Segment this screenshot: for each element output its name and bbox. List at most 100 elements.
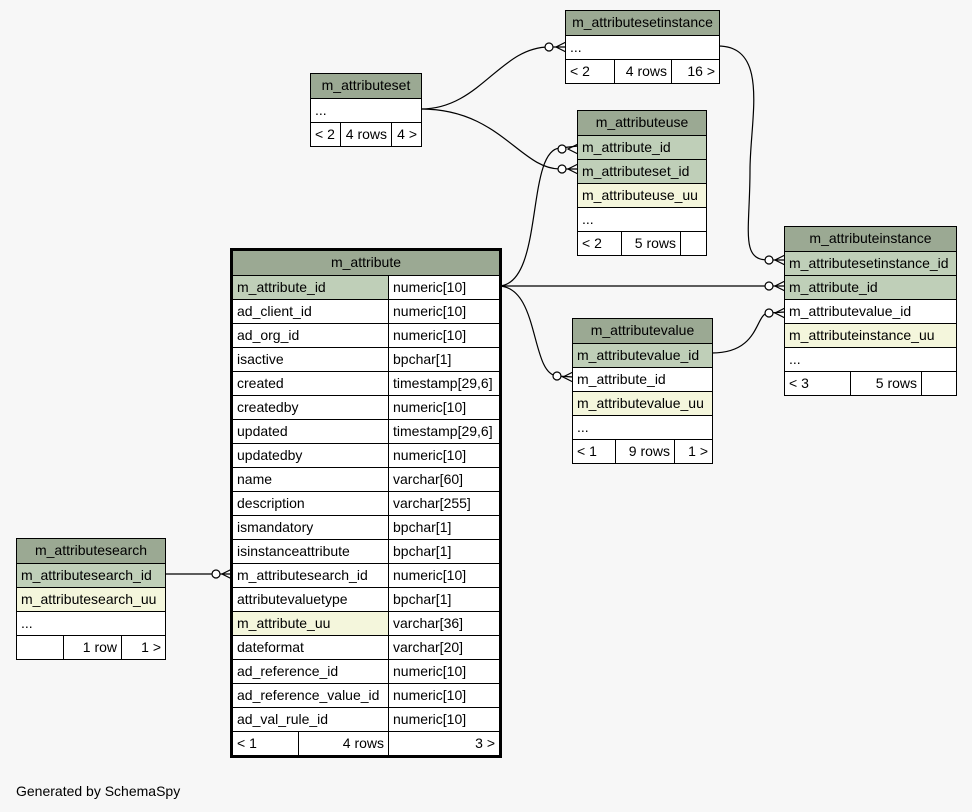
table-row: updatedby numeric[10] xyxy=(233,443,499,467)
column-type: timestamp[29,6] xyxy=(388,372,499,395)
table-m-attributesearch[interactable]: m_attributesearch m_attributesearch_id m… xyxy=(16,538,166,660)
column-type: numeric[10] xyxy=(388,684,499,707)
column-name: ad_reference_value_id xyxy=(237,687,380,703)
table-row: ad_client_id numeric[10] xyxy=(233,299,499,323)
table-row: ad_reference_id numeric[10] xyxy=(233,659,499,683)
column-type: varchar[255] xyxy=(388,492,499,515)
column-type: numeric[10] xyxy=(388,564,499,587)
column-type: bpchar[1] xyxy=(388,540,499,563)
column-name: updated xyxy=(237,423,288,439)
table-row: ... xyxy=(566,35,719,59)
table-header: m_attributesetinstance xyxy=(566,11,719,35)
column-type: numeric[10] xyxy=(388,444,499,467)
column-type: timestamp[29,6] xyxy=(388,420,499,443)
column-type: bpchar[1] xyxy=(388,348,499,371)
column-name: isactive xyxy=(237,351,284,367)
table-m-attributeuse[interactable]: m_attributeuse m_attribute_id m_attribut… xyxy=(577,110,707,256)
table-row: ismandatory bpchar[1] xyxy=(233,515,499,539)
column-name: m_attribute_id xyxy=(233,276,388,299)
table-row: m_attributesetinstance_id xyxy=(785,251,956,275)
table-row: m_attributesearch_uu xyxy=(17,587,165,611)
table-row: ... xyxy=(311,98,421,122)
table-footer: < 1 4 rows 3 > xyxy=(233,731,499,755)
table-header: m_attribute xyxy=(233,251,499,275)
table-footer: < 1 9 rows 1 > xyxy=(573,439,712,463)
link-attribute-to-attributevalue xyxy=(497,285,574,378)
column-name: ad_client_id xyxy=(237,303,312,319)
table-row: ... xyxy=(785,347,956,371)
table-footer: < 2 4 rows 4 > xyxy=(311,122,421,146)
column-type: varchar[20] xyxy=(388,636,499,659)
table-row: name varchar[60] xyxy=(233,467,499,491)
table-row: m_attribute_id xyxy=(785,275,956,299)
table-header: m_attributeuse xyxy=(578,111,706,135)
table-row: m_attributeuse_uu xyxy=(578,183,706,207)
table-footer: < 3 5 rows xyxy=(785,371,956,395)
table-row: ... xyxy=(17,611,165,635)
column-type: varchar[60] xyxy=(388,468,499,491)
table-header: m_attributesearch xyxy=(17,539,165,563)
column-name: attributevaluetype xyxy=(237,591,348,607)
column-type: bpchar[1] xyxy=(388,516,499,539)
table-header: m_attributeset xyxy=(311,74,421,98)
column-type: numeric[10] xyxy=(388,300,499,323)
column-name: isinstanceattribute xyxy=(237,543,350,559)
column-name: ismandatory xyxy=(237,519,314,535)
table-row: isinstanceattribute bpchar[1] xyxy=(233,539,499,563)
table-m-attributevalue[interactable]: m_attributevalue m_attributevalue_id m_a… xyxy=(572,318,713,464)
table-row: updated timestamp[29,6] xyxy=(233,419,499,443)
column-type: bpchar[1] xyxy=(388,588,499,611)
column-type: numeric[10] xyxy=(388,708,499,731)
table-row: m_attribute_id xyxy=(573,367,712,391)
table-footer: < 2 5 rows xyxy=(578,231,706,255)
table-row: m_attribute_id xyxy=(578,135,706,159)
column-name: name xyxy=(237,471,273,487)
table-header: m_attributeinstance xyxy=(785,227,956,251)
table-footer: 1 row 1 > xyxy=(17,635,165,659)
column-name: dateformat xyxy=(237,639,304,655)
column-name: ad_val_rule_id xyxy=(237,711,329,727)
column-type: varchar[36] xyxy=(388,612,499,635)
table-row: createdby numeric[10] xyxy=(233,395,499,419)
column-name: createdby xyxy=(237,399,299,415)
column-name: ad_org_id xyxy=(237,327,300,343)
table-row: m_attributevalue_id xyxy=(785,299,956,323)
table-row: ... xyxy=(573,415,712,439)
column-name: m_attribute_uu xyxy=(233,612,388,635)
table-m-attributesetinstance[interactable]: m_attributesetinstance ... < 2 4 rows 16… xyxy=(565,10,720,84)
table-m-attributeinstance[interactable]: m_attributeinstance m_attributesetinstan… xyxy=(784,226,957,396)
column-type: numeric[10] xyxy=(388,324,499,347)
table-row: ... xyxy=(578,207,706,231)
table-footer: < 2 4 rows 16 > xyxy=(566,59,719,83)
table-m-attributeset[interactable]: m_attributeset ... < 2 4 rows 4 > xyxy=(310,73,422,147)
table-row: description varchar[255] xyxy=(233,491,499,515)
table-row: m_attributesearch_id xyxy=(17,563,165,587)
column-name: ad_reference_id xyxy=(237,663,339,679)
table-row: ad_val_rule_id numeric[10] xyxy=(233,707,499,731)
link-attributeset-to-setinstance xyxy=(420,46,566,110)
column-name: description xyxy=(237,495,305,511)
table-row: attributevaluetype bpchar[1] xyxy=(233,587,499,611)
table-row: isactive bpchar[1] xyxy=(233,347,499,371)
column-type: numeric[10] xyxy=(388,396,499,419)
table-row: m_attributevalue_id xyxy=(573,343,712,367)
generated-by-label: Generated by SchemaSpy xyxy=(16,783,181,799)
table-row: ad_reference_value_id numeric[10] xyxy=(233,683,499,707)
column-type: numeric[10] xyxy=(388,660,499,683)
table-row: m_attributesearch_id numeric[10] xyxy=(233,563,499,587)
link-attributeset-to-attributeuse xyxy=(420,108,578,170)
link-setinstance-to-attributeinstance xyxy=(717,45,785,261)
table-row: ad_org_id numeric[10] xyxy=(233,323,499,347)
column-name: m_attributesearch_id xyxy=(237,567,368,583)
link-attribute-to-attributeuse xyxy=(497,145,579,287)
column-type: numeric[10] xyxy=(388,276,499,299)
table-header: m_attributevalue xyxy=(573,319,712,343)
column-name: updatedby xyxy=(237,447,303,463)
link-attributevalue-to-attributeinstance xyxy=(711,311,786,354)
table-row: m_attributeinstance_uu xyxy=(785,323,956,347)
